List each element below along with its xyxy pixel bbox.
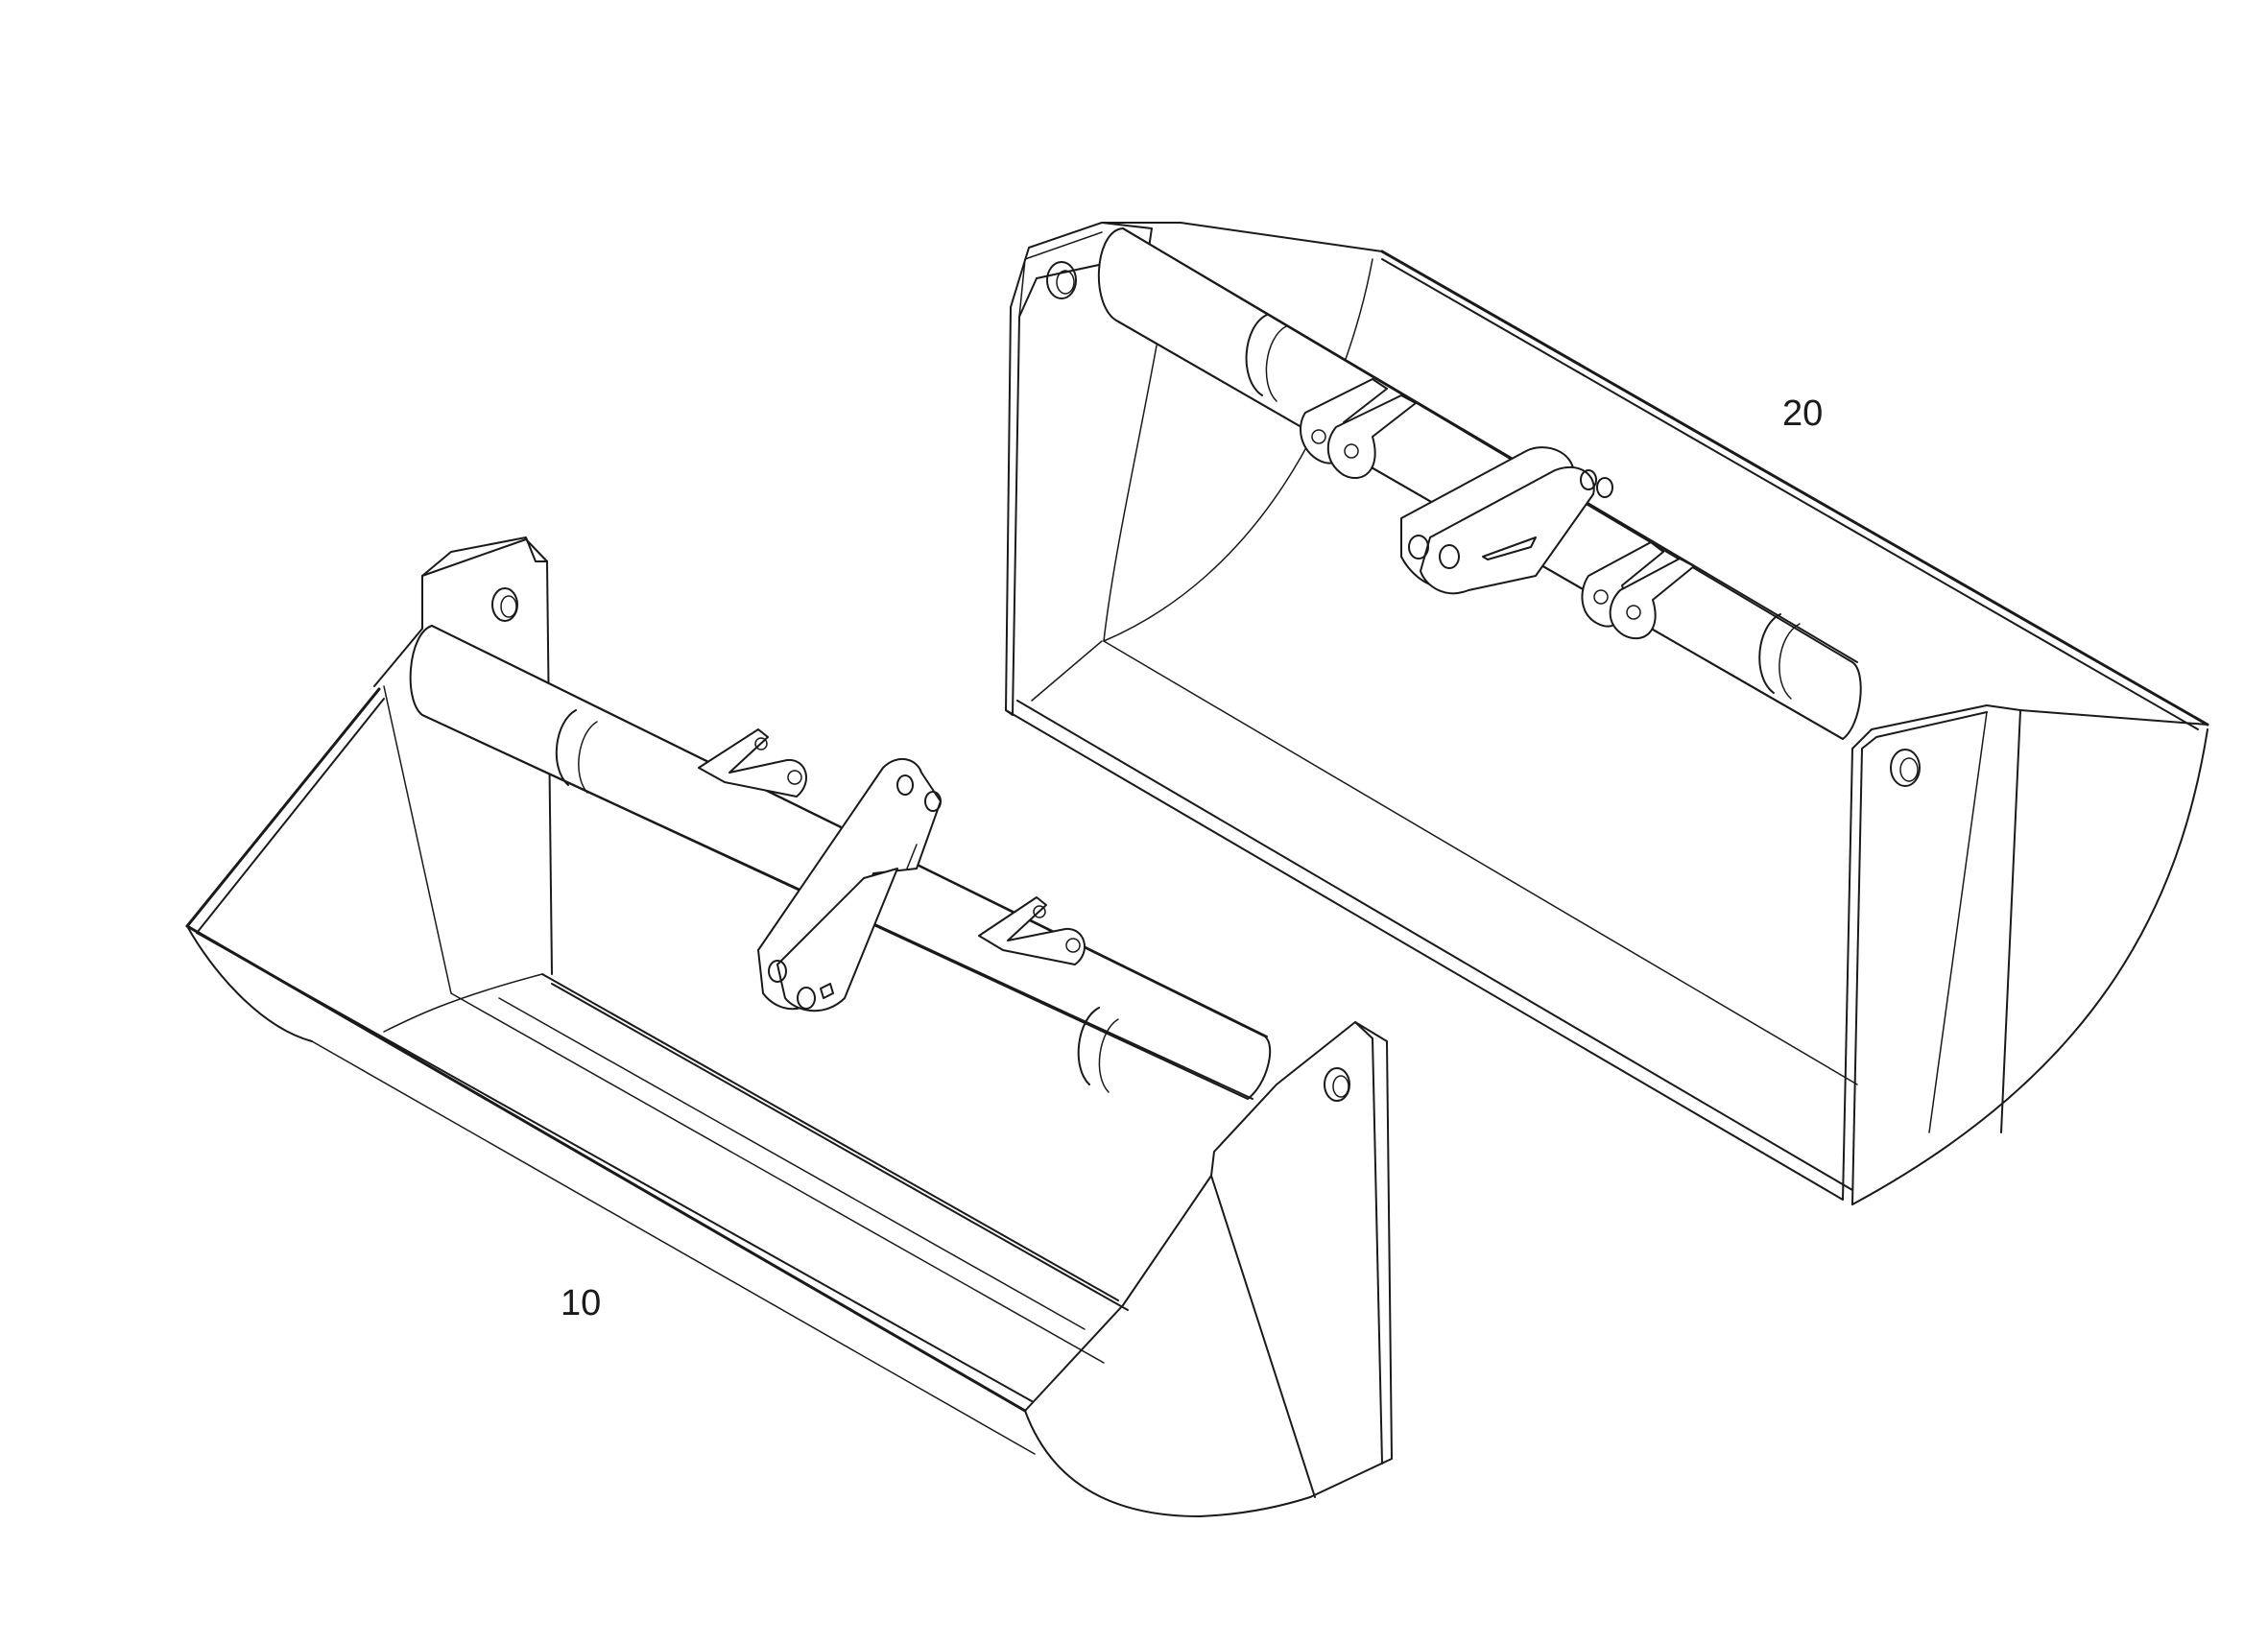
bucket-20-back-curve-left (1103, 345, 1158, 642)
bucket-10-floor-back-curve (383, 973, 543, 1033)
bucket-10-right-side-plate (1024, 1021, 1393, 1498)
bucket-20-floor-front-edge (1005, 709, 1844, 1201)
bucket-20-left-plate-inner (1018, 231, 1103, 318)
bucket-10-right-plate-front (1210, 1175, 1316, 1498)
bucket-20 (1005, 222, 2209, 1205)
bucket-10-bracket-a-hole-2 (754, 737, 768, 751)
bucket-20-right-inner-line (1928, 711, 1988, 1133)
bucket-10-center-hole-3 (896, 774, 914, 796)
bucket-10-right-mount-hole (1324, 1067, 1350, 1102)
callout-20: 20 (1782, 393, 1824, 434)
bucket-10-left-mount-hole-inner (500, 595, 517, 618)
bucket-10-floor-line-1 (311, 1040, 1036, 1455)
bucket-20-back-curve-center (1103, 258, 1373, 642)
bucket-20-bracket-b-hole (1593, 589, 1609, 605)
bucket-20-center-hole-2 (1439, 544, 1460, 569)
bucket-20-bracket-a2-hole (1344, 443, 1359, 459)
bucket-20-right-side-plate (1842, 704, 2208, 1201)
bucket-10-floor-line-3 (498, 997, 1086, 1330)
bucket-20-floor-line-3 (1031, 640, 1103, 702)
bucket-20-bracket-b2-hole (1626, 605, 1641, 620)
bucket-10-bottom-inner-edge (196, 932, 1033, 1402)
bucket-10-bracket-b-hole (1065, 938, 1081, 953)
bucket-20-tube-collar-2b (1779, 623, 1801, 700)
bucket-20-right-plate-front (2000, 709, 2021, 1133)
bucket-20-center-hole-4 (1596, 477, 1613, 498)
callout-10: 10 (561, 1283, 602, 1323)
bucket-20-center-hole-1 (1408, 535, 1429, 560)
bucket-10 (185, 536, 1393, 1517)
bucket-10-tube-collar-2 (1077, 1007, 1100, 1085)
bucket-20-tube-collar-1 (1245, 314, 1268, 396)
bucket-20-top-lip (1380, 250, 2209, 727)
bucket-10-right-mount-hole-inner (1332, 1075, 1349, 1098)
bucket-10-tube-collar-1 (555, 709, 577, 786)
bucket-10-left-mount-hole (491, 587, 518, 622)
bucket-10-tube-collar-1b (578, 721, 598, 794)
bucket-20-center-hole-3 (1580, 469, 1597, 490)
bucket-10-center-bracket-front (776, 868, 898, 1013)
bucket-20-top-lip-inner (1381, 258, 2199, 730)
bucket-20-tube-collar-1b (1265, 325, 1287, 402)
bucket-20-back-top-edge (1101, 222, 1383, 252)
bucket-10-bracket-a (698, 728, 807, 798)
bucket-20-floor-line-1 (1016, 700, 1853, 1191)
bucket-10-center-hole-2 (797, 987, 816, 1010)
bucket-10-center-slot (820, 983, 834, 999)
bucket-20-right-mount-hole (1890, 749, 1921, 787)
bucket-10-center-rib (906, 844, 918, 870)
bucket-10-left-lip (185, 687, 381, 928)
bucket-20-left-mount-hole-inner (1056, 270, 1075, 295)
bucket-10-floor-line-2 (450, 992, 1105, 1364)
bucket-20-center-bracket-front (1420, 465, 1595, 595)
bucket-10-right-plate-top (1354, 1021, 1383, 1465)
bucket-20-bracket-a-hole (1311, 429, 1326, 444)
bucket-20-right-plate-edge (1851, 711, 1988, 1205)
bucket-20-floor-line-2 (1103, 640, 1858, 1085)
bucket-20-tube-top (1122, 227, 1858, 663)
bucket-10-left-curve (186, 925, 313, 1042)
bucket-10-left-lip-inner (196, 698, 385, 934)
bucket-10-right-curve (1024, 1410, 1311, 1517)
bucket-20-center-wedge (1482, 536, 1537, 560)
bucket-20-tube-collar-2 (1758, 613, 1781, 694)
bucket-10-floor-back-edge (541, 973, 1119, 1301)
bucket-10-floor-back-edge-2 (551, 983, 1129, 1311)
bucket-10-bottom-edge (185, 924, 1027, 1413)
bucket-20-left-mount-hole (1046, 261, 1077, 299)
bucket-10-center-hole-1 (768, 960, 787, 983)
bucket-10-tube-collar-2b (1098, 1018, 1119, 1093)
bucket-20-right-mount-hole-inner (1899, 757, 1919, 782)
bucket-10-center-hole-4 (924, 791, 942, 812)
bucket-10-bracket-b (978, 896, 1086, 965)
bucket-20-right-curve (1851, 728, 2208, 1205)
bucket-10-left-plate-inner-line (383, 685, 452, 994)
bucket-10-bracket-b-hole-2 (1033, 905, 1046, 918)
bucket-10-bracket-a-hole (787, 770, 802, 785)
bucket-20-bracket-b (1581, 541, 1664, 628)
